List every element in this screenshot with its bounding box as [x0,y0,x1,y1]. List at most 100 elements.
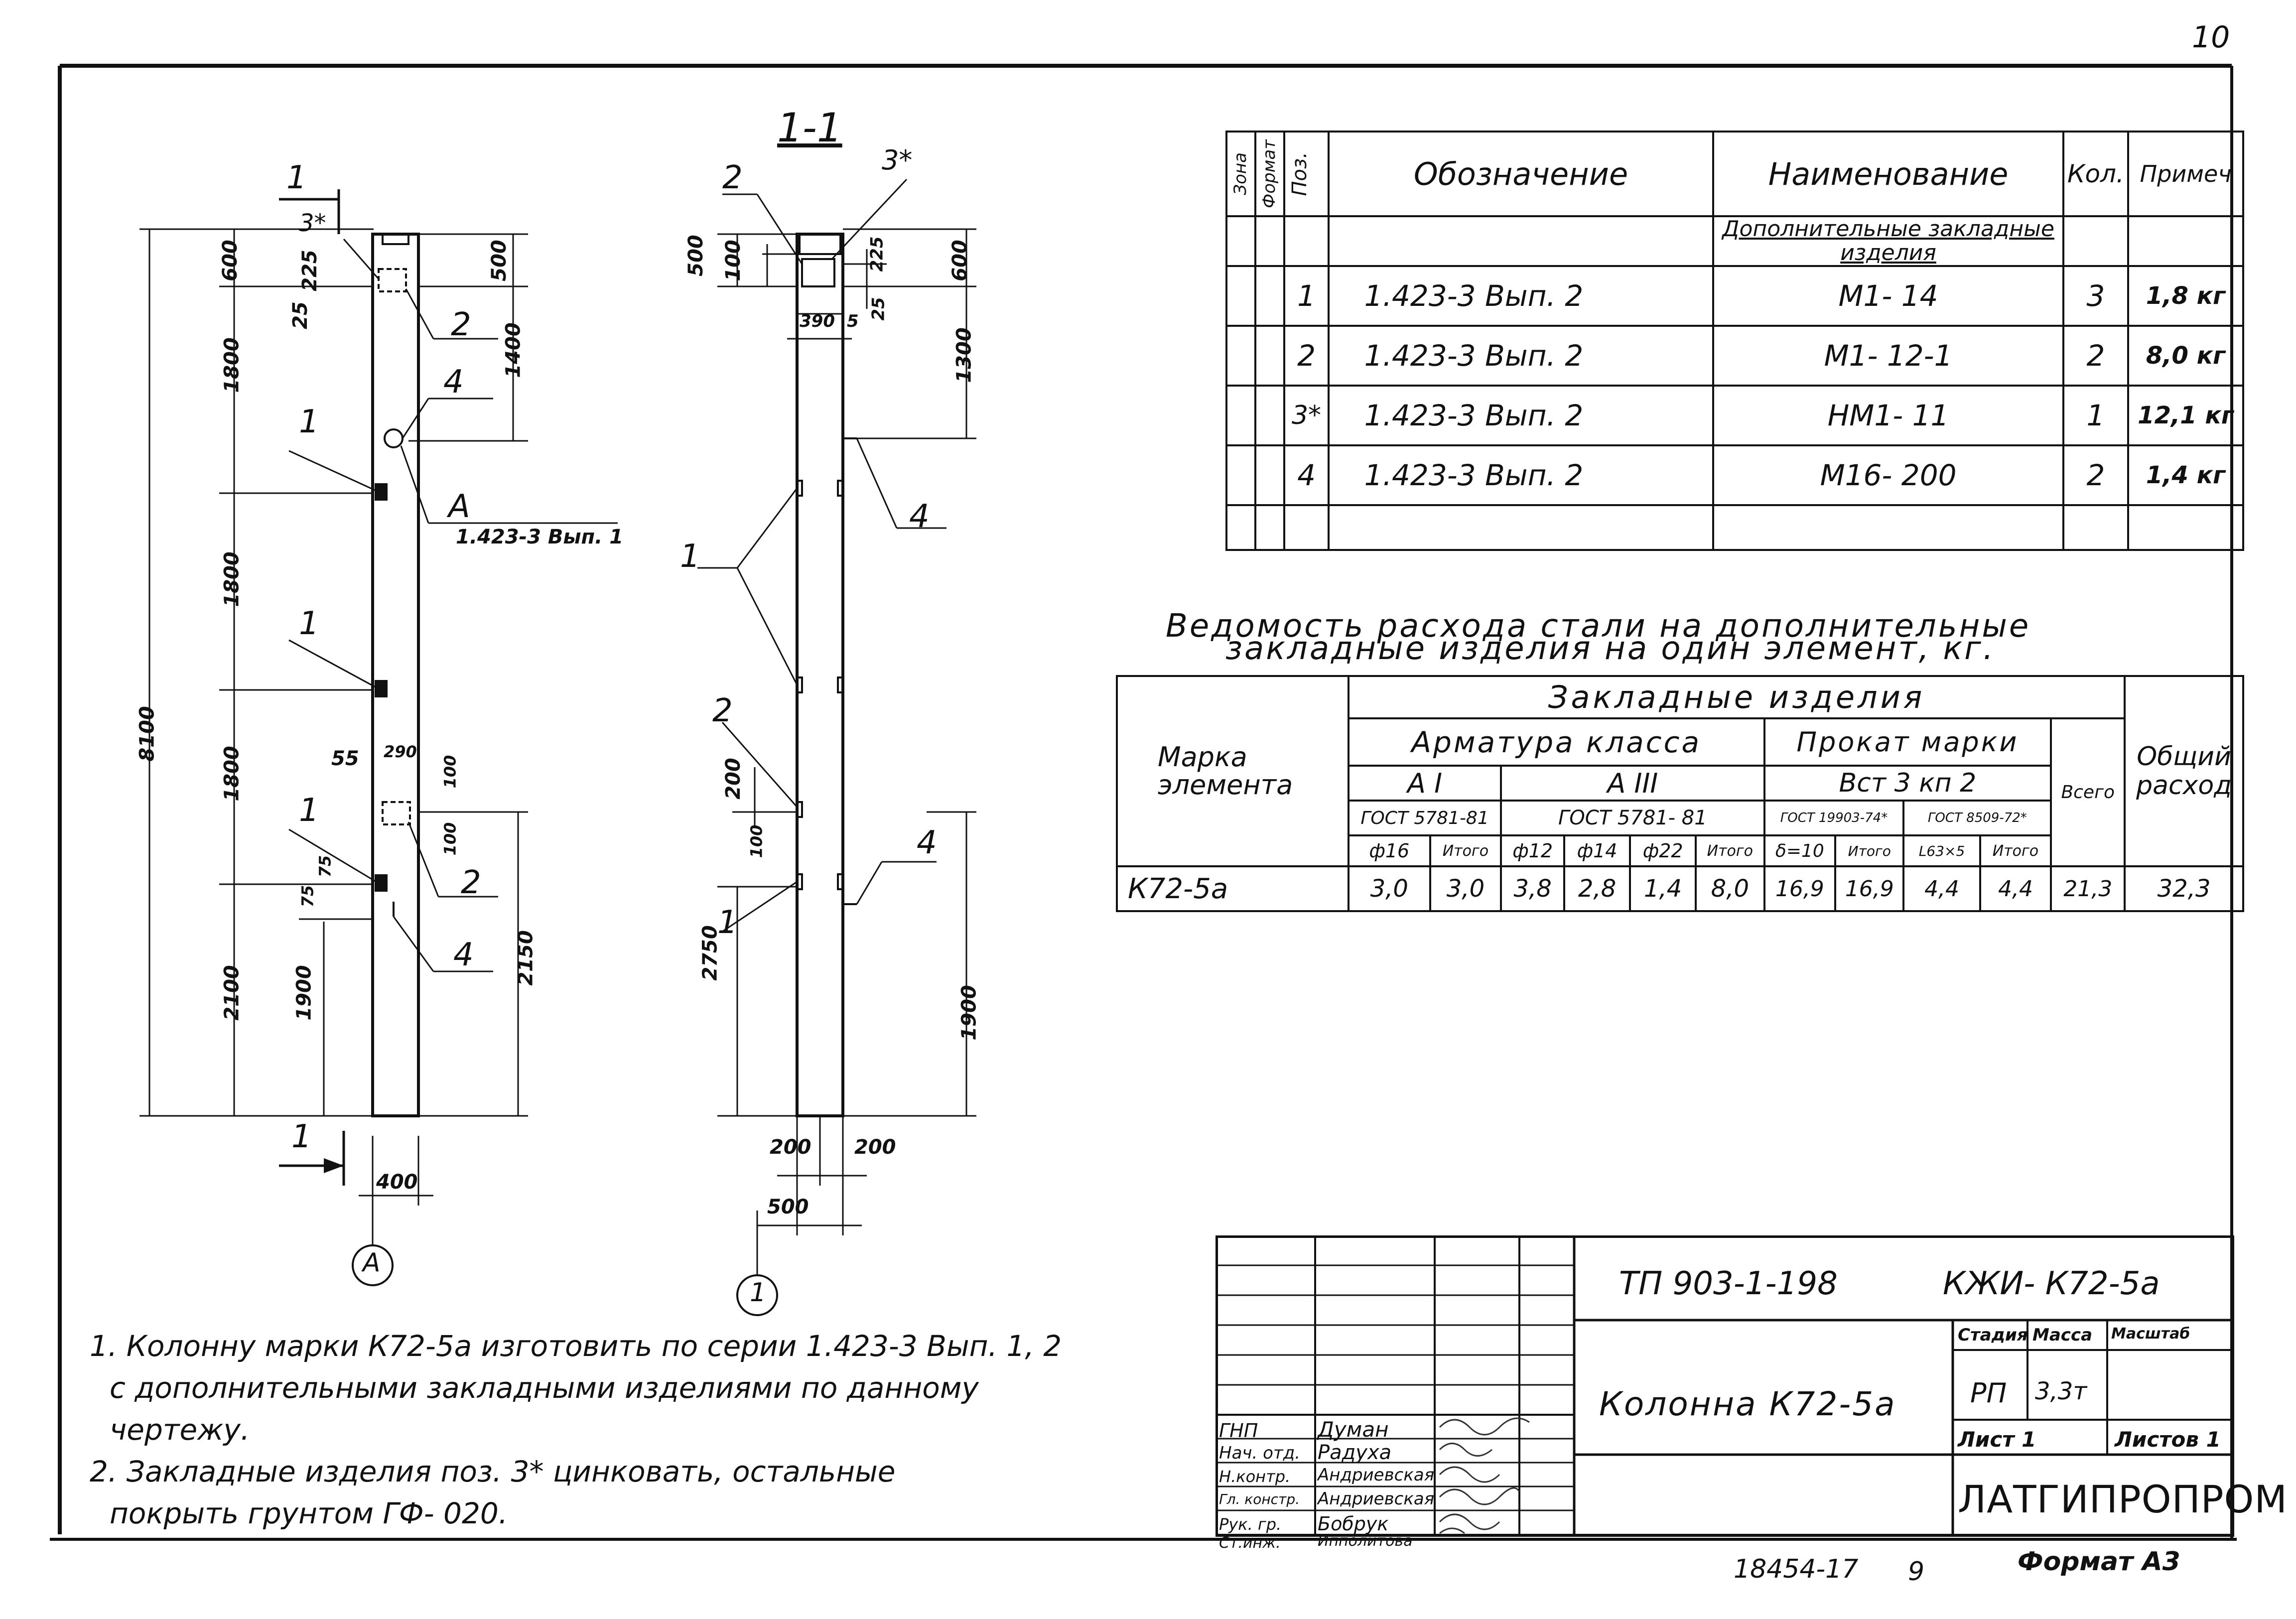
detail-reference: 1.423-3 Вып. 1 [456,526,624,548]
signer-name: Андриевская [1318,1465,1435,1485]
column-section-outline [796,233,844,1117]
signer-name: Ипполитова [1318,1532,1413,1550]
steel-table-title: закладные изделия на один элемент, кг. [1225,630,1996,667]
steel-grade-header: Вст 3 кп 2 [1763,765,2052,802]
role-label: Гл. констр. [1219,1491,1300,1507]
rebar-class-header: Арматура класса [1347,717,1765,767]
format-header: Формат [1254,131,1286,217]
dim-label: 500 [767,1196,809,1218]
signer-name: Бобрук [1318,1513,1389,1535]
section-subtitle: Дополнительные закладные изделия [1712,215,2064,267]
dim-label: 200 [854,1136,896,1159]
note-line: 1. Колонну марки К72-5а изготовить по се… [90,1329,1062,1363]
sheet-index: 9 [1908,1557,1925,1587]
dim-label: 100 [747,824,766,858]
note-line: покрыть грунтом ГФ- 020. [110,1496,508,1530]
role-label: Ст.инж. [1219,1534,1281,1552]
dim-label: 100 [721,240,745,281]
dim-label: 5 [847,311,859,331]
sheets-label: Листов 1 [2115,1427,2221,1452]
qty-header: Кол. [2062,131,2130,217]
name-header: Наименование [1712,131,2064,217]
mass-value: 3,3т [2035,1377,2087,1405]
dim-label: 600 [948,240,971,281]
zone-header: Зона [1225,131,1257,217]
callout-label: 2 [722,159,743,196]
rolled-grade-header: Прокат марки [1763,717,2052,767]
dim-label: 75 [298,885,317,908]
callout-label: 4 [909,498,930,535]
sheet-number: 10 [2192,20,2230,55]
callout-label: 3* [299,209,326,237]
role-label: Н.контр. [1219,1467,1291,1486]
table-row: К72-5а 3,0 3,0 3,8 2,8 1,4 8,0 16,9 16,9… [1116,865,2244,912]
dim-label: 500 [487,240,511,281]
note-line: чертежу. [110,1413,250,1447]
dim-label: 100 [440,755,460,789]
note-header: Примеч [2127,131,2244,217]
dim-label: 225 [298,250,321,291]
callout-label: 4 [443,364,464,401]
callout-label: 3* [882,144,913,176]
stage-value: РП [1970,1377,2007,1409]
dim-label: 500 [684,235,707,276]
standard-header: ГОСТ 8509-72* [1902,800,2052,836]
axis-label: 1 [750,1278,767,1308]
sheet-label: Лист 1 [1958,1427,2036,1452]
role-label: ГНП [1219,1420,1258,1442]
inventory-number: 18454-17 [1734,1554,1859,1584]
organization-name: ЛАТГИПРОПРОМ [1958,1477,2288,1521]
dim-label: 8100 [135,706,159,762]
dim-label: 1400 [502,322,525,378]
embedded-header: Закладные изделия [1347,675,2126,719]
project-number: ТП 903-1-198 [1619,1265,1838,1302]
table-row: 4 1.423-3 Вып. 2 М16- 200 2 1,4 кг [1225,444,2244,506]
callout-label: 1 [299,605,319,642]
table-row: 3* 1.423-3 Вып. 2 НМ1- 11 1 12,1 кг [1225,385,2244,446]
dim-label: 1800 [220,746,244,802]
standard-header: ГОСТ 5781-81 [1347,800,1502,836]
general-notes: 1. Колонну марки К72-5а изготовить по се… [90,1325,1062,1534]
signer-name: Думан [1318,1417,1389,1442]
dim-label: 2100 [220,965,244,1021]
section-title: 1-1 [777,105,842,151]
mass-label: Масса [2032,1325,2093,1345]
class-a1-header: А I [1347,765,1502,802]
dim-label: 400 [376,1171,418,1194]
scale-label: Масштаб [2111,1325,2190,1343]
stage-label: Стадия [1958,1325,2028,1345]
callout-label: 4 [453,937,474,973]
format-label: Формат А3 [2018,1547,2180,1577]
title-block-frame [1216,1235,2234,1537]
standard-header: ГОСТ 5781- 81 [1500,800,1765,836]
dim-label: 225 [867,236,887,272]
steel-consumption-table: Марка элемента Закладные изделия Общий р… [1116,675,2244,912]
callout-label: 2 [712,692,733,729]
dim-label: 100 [440,822,460,856]
designation-header: Обозначение [1327,131,1715,217]
dim-label: 2150 [514,930,538,986]
callout-label: 1 [717,904,738,941]
total-header: Всего [2050,717,2126,867]
dim-label: 1800 [220,337,244,393]
callout-label: 1 [299,792,319,829]
note-line: с дополнительными закладными изделиями п… [110,1371,979,1405]
dim-label: 200 [721,758,745,800]
specification-table: Зона Формат Поз. Обозначение Наименовани… [1225,131,2244,551]
dim-label: 1900 [292,965,316,1021]
cut-mark-label: 1 [286,159,307,196]
dim-label: 55 [331,747,359,770]
standard-header: ГОСТ 19903-74* [1763,800,1905,836]
callout-label: 2 [461,864,481,901]
front-view-drawing [139,189,618,1286]
role-label: Рук. гр. [1219,1515,1282,1534]
dim-label: 1300 [952,327,976,383]
pos-header: Поз. [1283,131,1330,217]
dim-label: 1800 [220,551,244,607]
dim-label: 1900 [957,985,981,1041]
callout-label: 2 [451,306,471,343]
dim-label: 600 [218,240,242,281]
axis-label: А [363,1248,381,1278]
dim-label: 25 [868,297,889,321]
